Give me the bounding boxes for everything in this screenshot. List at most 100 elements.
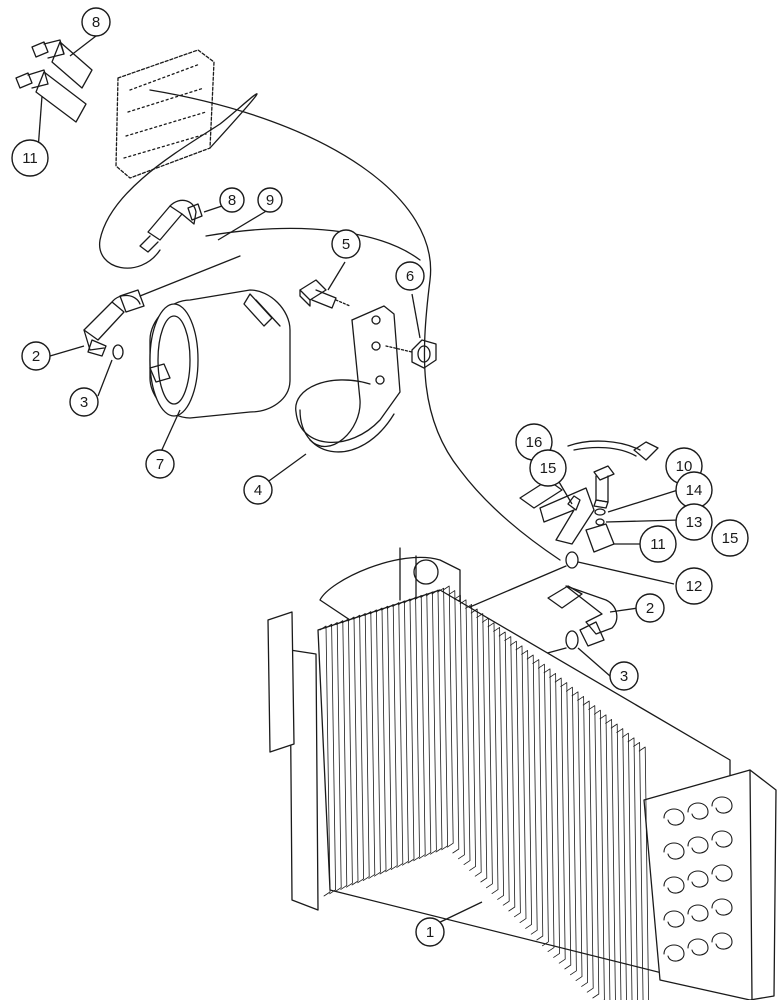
callout-circle	[395, 261, 425, 291]
coil-tube	[663, 842, 685, 860]
callout-number: 4	[254, 482, 262, 499]
hose-fitting-lower	[15, 69, 87, 123]
fin	[504, 636, 516, 912]
fin	[594, 709, 605, 1000]
callout-number: 8	[228, 192, 236, 209]
fin	[515, 645, 527, 923]
fin	[392, 602, 404, 868]
fin	[476, 613, 488, 883]
fin	[353, 614, 364, 884]
callout-c11b: 11	[639, 525, 677, 563]
receiver-drier	[149, 289, 291, 419]
mounting-bracket	[295, 305, 401, 453]
elbow-fitting-2-left	[83, 289, 145, 357]
fin	[375, 607, 387, 875]
callout-circle	[69, 387, 99, 417]
callout-circle	[609, 661, 639, 691]
coil-tube	[711, 864, 733, 882]
callout-circle	[529, 449, 567, 487]
fin	[521, 650, 532, 929]
fin	[330, 622, 342, 892]
bolt-5	[299, 279, 351, 309]
fin	[431, 589, 443, 853]
fin	[442, 585, 454, 848]
expansion-valve-block	[115, 49, 215, 179]
callout-number: 10	[676, 458, 693, 475]
callout-circle	[675, 503, 713, 541]
fin	[364, 611, 376, 879]
callout-number: 14	[686, 482, 703, 499]
callout-number: 15	[722, 530, 739, 547]
callout-number: 1	[426, 924, 434, 941]
fin	[325, 623, 336, 895]
fin	[470, 608, 482, 877]
callout-circle	[415, 917, 445, 947]
fin	[605, 719, 616, 1000]
callout-circle	[145, 449, 175, 479]
callout-number: 11	[22, 150, 38, 167]
fin	[510, 640, 521, 918]
nut-6	[385, 339, 437, 369]
coil-tube	[663, 910, 685, 928]
callout-circle	[11, 139, 49, 177]
callout-number: 12	[686, 578, 703, 595]
fin	[622, 732, 633, 1000]
fin	[616, 728, 627, 1000]
fin	[571, 691, 583, 981]
callout-c15b: 15	[711, 519, 749, 557]
callout-circle	[219, 187, 245, 213]
callout-c2b: 2	[635, 593, 665, 623]
fin	[414, 595, 426, 859]
fin	[403, 598, 415, 864]
o-ring-12	[565, 551, 579, 569]
callout-c8a: 8	[81, 7, 111, 37]
fin	[526, 654, 538, 935]
fin	[577, 696, 588, 987]
callout-circle	[81, 7, 111, 37]
coil-tube	[687, 938, 709, 956]
callout-c9: 9	[257, 187, 283, 213]
fin	[588, 705, 600, 999]
leader-9-to-12	[205, 227, 421, 261]
coil-tube	[687, 802, 709, 820]
coil-tube	[663, 808, 685, 826]
callout-circle	[675, 567, 713, 605]
fin	[487, 622, 499, 894]
callout-number: 15	[540, 460, 557, 477]
callout-number: 7	[156, 456, 164, 473]
hose-fitting-upper	[31, 39, 93, 89]
fin	[566, 686, 577, 976]
coil-tube	[711, 898, 733, 916]
fin	[398, 600, 409, 866]
callout-c14: 14	[675, 471, 713, 509]
fin	[336, 620, 348, 890]
fin	[582, 700, 594, 993]
coil-tube	[711, 830, 733, 848]
callout-circle	[635, 593, 665, 623]
fin	[342, 618, 353, 888]
fin	[532, 659, 544, 941]
capillary-tube	[99, 93, 258, 269]
callout-number: 11	[650, 536, 666, 553]
callout-number: 8	[92, 14, 100, 31]
evaporator-core	[267, 547, 777, 1000]
elbow-fitting-2-right	[547, 585, 618, 647]
callout-circle	[639, 525, 677, 563]
fin	[554, 677, 566, 964]
fin	[465, 604, 476, 871]
o-ring-3-right	[565, 630, 579, 650]
fin	[381, 605, 392, 873]
fin	[420, 593, 432, 857]
fin	[610, 723, 622, 1000]
callout-number: 9	[266, 192, 274, 209]
fin	[560, 682, 572, 970]
callout-circle	[257, 187, 283, 213]
callout-c15a: 15	[529, 449, 567, 487]
fin	[386, 604, 398, 870]
capillary-tube-2	[149, 89, 561, 561]
fin	[426, 591, 437, 855]
fin	[347, 616, 359, 886]
coil-tube	[687, 904, 709, 922]
callout-circle	[21, 341, 51, 371]
callout-c8b: 8	[219, 187, 245, 213]
